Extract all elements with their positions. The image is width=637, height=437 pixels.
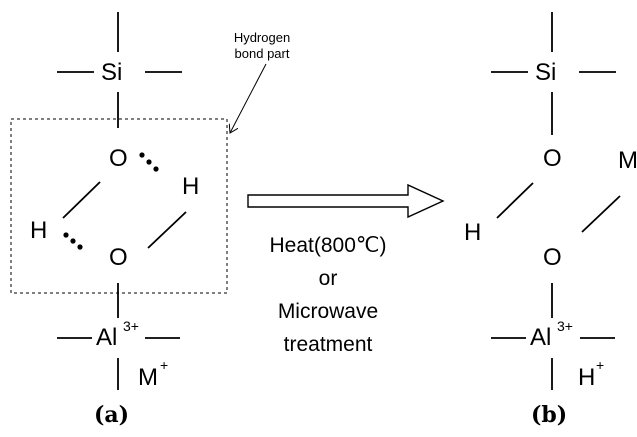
atom-h-b: H	[464, 219, 481, 246]
annotation-arrow	[230, 63, 267, 133]
annotation-line2: bond part	[235, 46, 290, 61]
process-line3: Microwave	[278, 300, 378, 323]
hollow-arrow	[247, 183, 445, 219]
atom-m-b: M	[618, 147, 637, 174]
label-a: (a)	[94, 402, 129, 428]
atom-al-a: Al	[96, 324, 117, 351]
structure-a: Si O H H O Al 3+ M +	[10, 12, 228, 428]
annotation-line1: Hydrogen	[234, 30, 290, 45]
reaction-arrow	[247, 183, 445, 219]
atom-o-top-a: O	[109, 145, 128, 172]
h-bond-dot	[63, 232, 69, 238]
bond-o-h-left	[62, 181, 101, 219]
atom-o-top-b: O	[543, 145, 562, 172]
cation-charge: +	[160, 357, 168, 373]
bond-o-h-b	[496, 182, 534, 219]
process-conditions: Heat(800℃) or Microwave treatment	[270, 234, 387, 356]
proton-charge: +	[596, 357, 604, 373]
cation-m: M	[138, 364, 158, 391]
h-bond-dot	[70, 238, 76, 244]
atom-o-bottom-b: O	[543, 244, 562, 271]
atom-si-a: Si	[101, 59, 122, 86]
atom-h-right-a: H	[182, 173, 199, 200]
bond-m-o-b	[581, 195, 621, 233]
bond-h-o-right	[147, 211, 187, 249]
label-b: (b)	[531, 402, 567, 428]
h-bond-dot	[153, 166, 159, 172]
atom-al-b: Al	[530, 324, 551, 351]
h-bond-dot	[77, 244, 83, 250]
proton-h: H	[578, 364, 595, 391]
atom-h-left-a: H	[30, 217, 47, 244]
al-charge-b: 3+	[557, 318, 573, 334]
atom-o-bottom-a: O	[109, 244, 128, 271]
h-bond-dot	[146, 159, 152, 165]
process-line4: treatment	[284, 333, 373, 356]
al-charge-a: 3+	[123, 318, 139, 334]
atom-si-b: Si	[535, 59, 556, 86]
process-line2: or	[319, 267, 338, 290]
process-line1: Heat(800℃)	[270, 234, 387, 257]
hydrogen-bond-box	[10, 118, 228, 294]
structure-b: Si O M H O Al 3+ H + (b)	[464, 12, 637, 428]
hydrogen-bond-annotation: Hydrogen bond part	[230, 30, 290, 133]
h-bond-dot	[139, 152, 145, 158]
